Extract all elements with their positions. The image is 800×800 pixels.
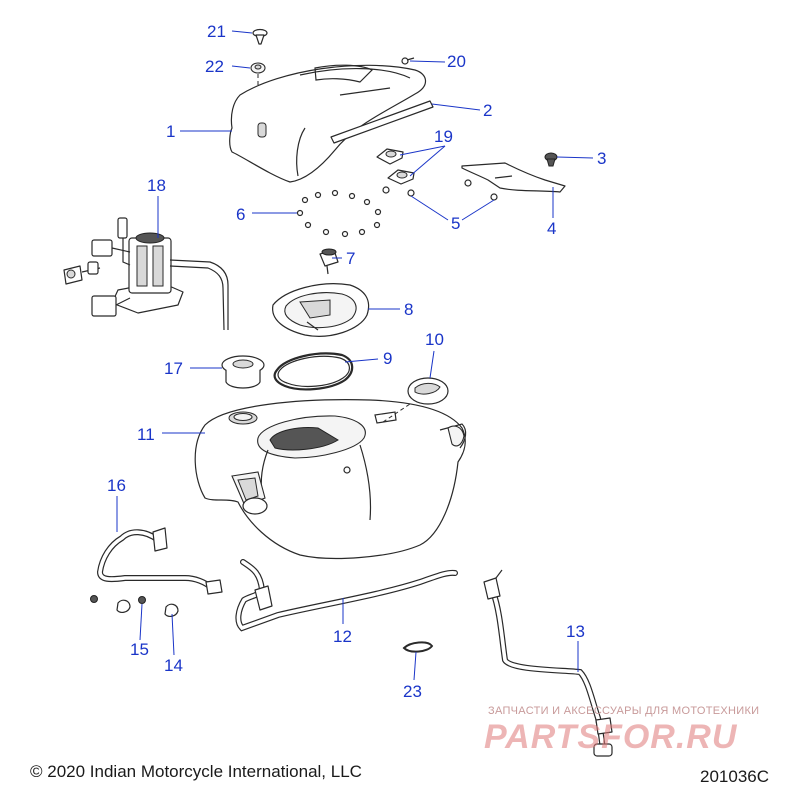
callout-9[interactable]: 9 [383,349,393,368]
callout-16[interactable]: 16 [107,476,126,495]
part-2-trim-strip[interactable] [330,100,434,144]
callout-21[interactable]: 21 [207,22,226,41]
part-16-fuel-line[interactable] [96,527,223,595]
part-23-clip[interactable] [402,641,434,653]
callout-1[interactable]: 1 [166,122,176,141]
callout-5[interactable]: 5 [451,214,461,233]
part-14-clamp[interactable] [164,603,179,617]
part-15-clamps[interactable] [90,595,146,613]
callout-19[interactable]: 19 [434,127,453,146]
part-6-nuts[interactable] [296,189,382,238]
part-10-badge[interactable] [407,377,449,405]
part-11-fuel-tank[interactable] [194,399,467,560]
callout-3[interactable]: 3 [597,149,607,168]
assembly-line-10 [382,403,411,423]
callout-7[interactable]: 7 [346,249,356,268]
callout-6[interactable]: 6 [236,205,246,224]
part-19-grommets[interactable] [376,148,415,185]
part-18-fuel-pump[interactable] [63,217,229,331]
part-12-vent-line[interactable] [235,559,458,632]
part-22-grommet[interactable] [250,62,266,74]
callout-23[interactable]: 23 [403,682,422,701]
watermark-brand: PARTSFOR.RU [484,718,738,756]
part-9-seal[interactable] [273,352,354,391]
callout-8[interactable]: 8 [404,300,414,319]
callout-20[interactable]: 20 [447,52,466,71]
part-3-plug[interactable] [544,152,558,167]
callout-leaders [116,30,594,681]
part-13-drain-line[interactable] [483,569,613,757]
callout-4[interactable]: 4 [547,219,557,238]
part-20-screw[interactable] [401,57,415,65]
callout-14[interactable]: 14 [164,656,183,675]
part-1-console[interactable] [229,64,427,183]
part-8-flange[interactable] [272,283,370,337]
callout-17[interactable]: 17 [164,359,183,378]
callout-2[interactable]: 2 [483,101,493,120]
part-17-filler-cap[interactable] [221,355,265,389]
callout-10[interactable]: 10 [425,330,444,349]
callout-15[interactable]: 15 [130,640,149,659]
part-4-bracket[interactable] [461,162,566,193]
callout-18[interactable]: 18 [147,176,166,195]
part-21-screw[interactable] [252,28,268,45]
part-7-connector[interactable] [319,248,339,275]
diagram-id: 201036C [700,767,770,786]
callout-11[interactable]: 11 [137,425,155,444]
callout-13[interactable]: 13 [566,622,585,641]
copyright-text: © 2020 Indian Motorcycle International, … [30,762,362,781]
watermark-tagline: ЗАПЧАСТИ И АКСЕССУАРЫ ДЛЯ МОТОТЕХНИКИ [488,705,760,717]
callout-22[interactable]: 22 [205,57,224,76]
callout-12[interactable]: 12 [333,627,352,646]
